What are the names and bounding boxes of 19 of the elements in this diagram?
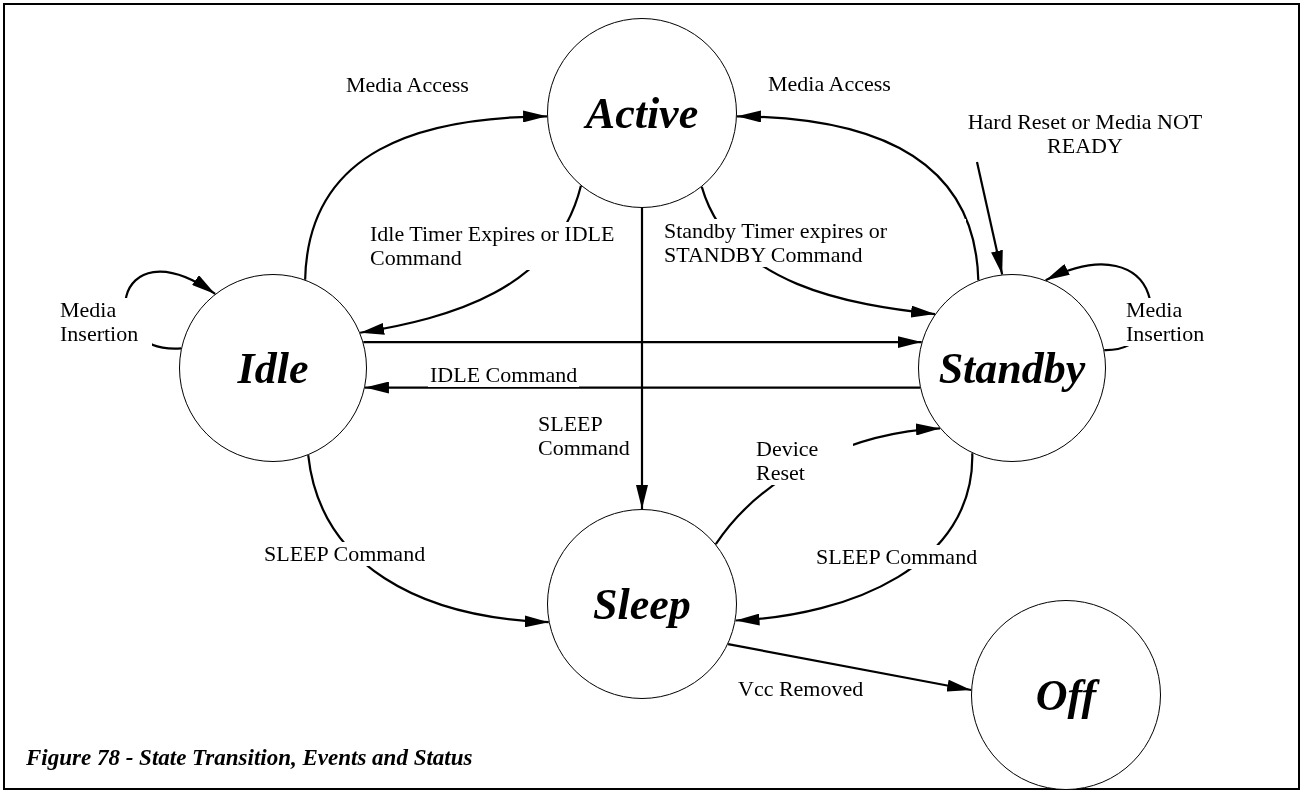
transition-arrow (304, 111, 548, 280)
state-name: Sleep (593, 578, 691, 630)
state-name: Idle (237, 342, 309, 394)
figure-caption: Figure 78 - State Transition, Events and Status (26, 745, 473, 771)
transition-arrow (363, 336, 922, 349)
state-name: Standby (938, 342, 1086, 394)
event-note: Hard Reset or Media NOT READY (950, 110, 1220, 158)
transition-arrow (975, 161, 1004, 275)
transition-arrow (735, 453, 974, 625)
edge-label: Standby Timer expires or STANDBY Command (662, 219, 966, 267)
transition-arrow (307, 454, 549, 627)
transition-arrow (636, 208, 648, 509)
edge-label: Media Insertion (58, 298, 152, 346)
transition-arrow (727, 643, 972, 692)
transition-arrow (364, 381, 921, 394)
transition-arrow (736, 111, 980, 281)
edge-label: SLEEP Command (814, 545, 980, 569)
edge-label: SLEEP Command (262, 542, 428, 566)
state-name: Active (585, 87, 699, 139)
